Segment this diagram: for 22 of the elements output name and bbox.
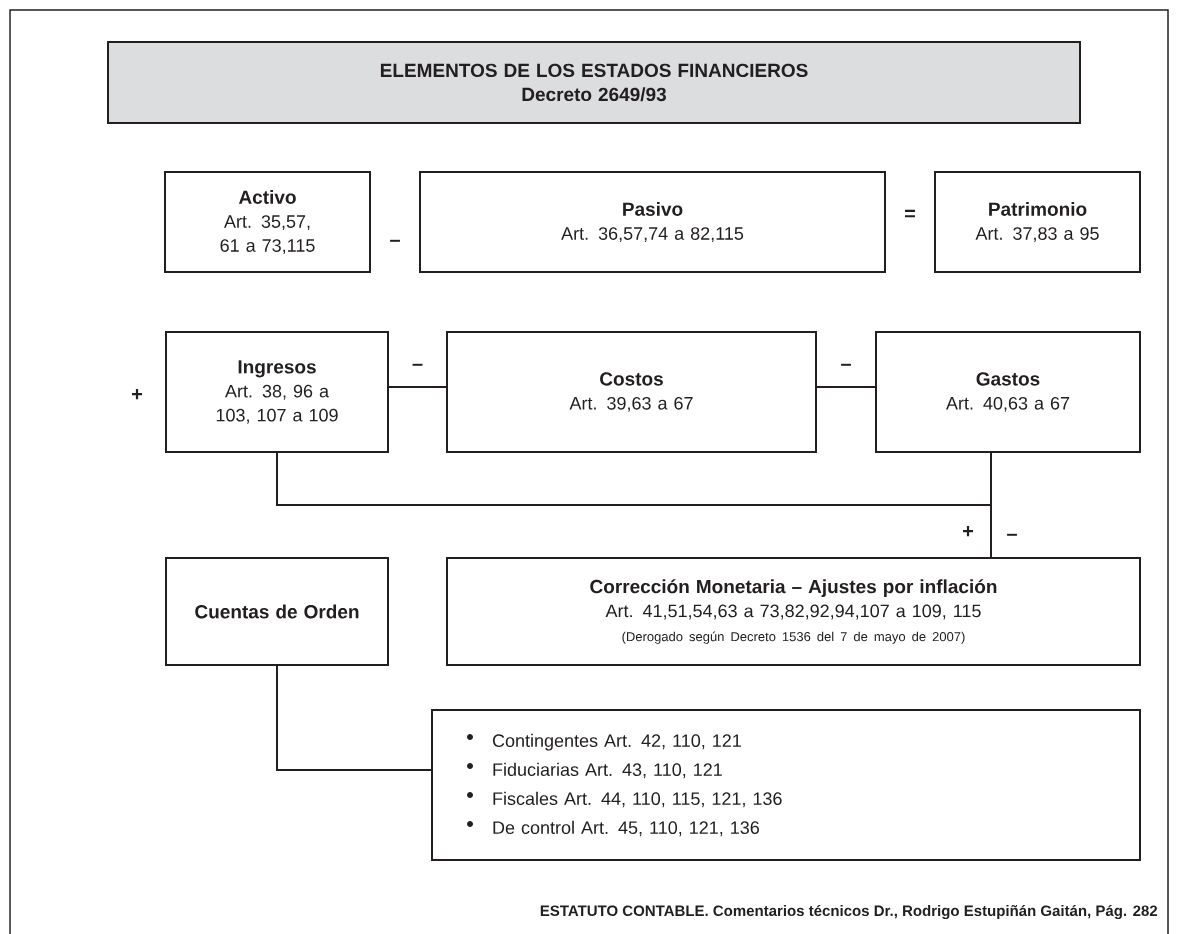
process-box: Corrección Monetaria – Ajustes por inflación Art. 41,51,54,63 a 73,82,92,94,107 a 109, 115 (Derogado según Decreto 1536 del 7 de mayo de 2007) bbox=[446, 557, 1141, 666]
source-note: ESTATUTO CONTABLE. Comentarios técnicos Dr., Rodrigo Estupiñán Gaitán, Pág. 282 bbox=[540, 904, 1158, 920]
connector bbox=[388, 386, 447, 388]
sign: = bbox=[905, 209, 915, 218]
edge-label: – bbox=[412, 363, 423, 366]
title-box: ELEMENTOS DE LOS ESTADOS FINANCIEROS Decreto 2649/93 bbox=[107, 41, 1081, 124]
process-box: Cuentas de Orden bbox=[165, 557, 389, 666]
sign: – bbox=[390, 239, 400, 242]
process-box: Activo Art. 35,57, 61 a 73,115 bbox=[164, 171, 371, 273]
process-box: Ingresos Art. 38, 96 a 103, 107 a 109 bbox=[165, 331, 389, 453]
connector bbox=[276, 665, 432, 771]
sign: + bbox=[963, 526, 974, 537]
sign: – bbox=[1007, 533, 1017, 536]
connector bbox=[990, 452, 992, 558]
edge-label: – bbox=[841, 363, 851, 366]
list-box: Contingentes Art. 42, 110, 121 Fiduciarias Art. 43, 110, 121 Fiscales Art. 44, 110, 115, 121, 136 De control Art. 45, 110, 121, 136 bbox=[431, 709, 1141, 861]
process-box: Costos Art. 39,63 a 67 bbox=[446, 331, 817, 453]
connector bbox=[816, 386, 876, 388]
process-box: Gastos Art. 40,63 a 67 bbox=[875, 331, 1141, 453]
sign: + bbox=[132, 389, 143, 400]
process-box: Patrimonio Art. 37,83 a 95 bbox=[934, 171, 1141, 273]
process-box: Pasivo Art. 36,57,74 a 82,115 bbox=[419, 171, 886, 273]
